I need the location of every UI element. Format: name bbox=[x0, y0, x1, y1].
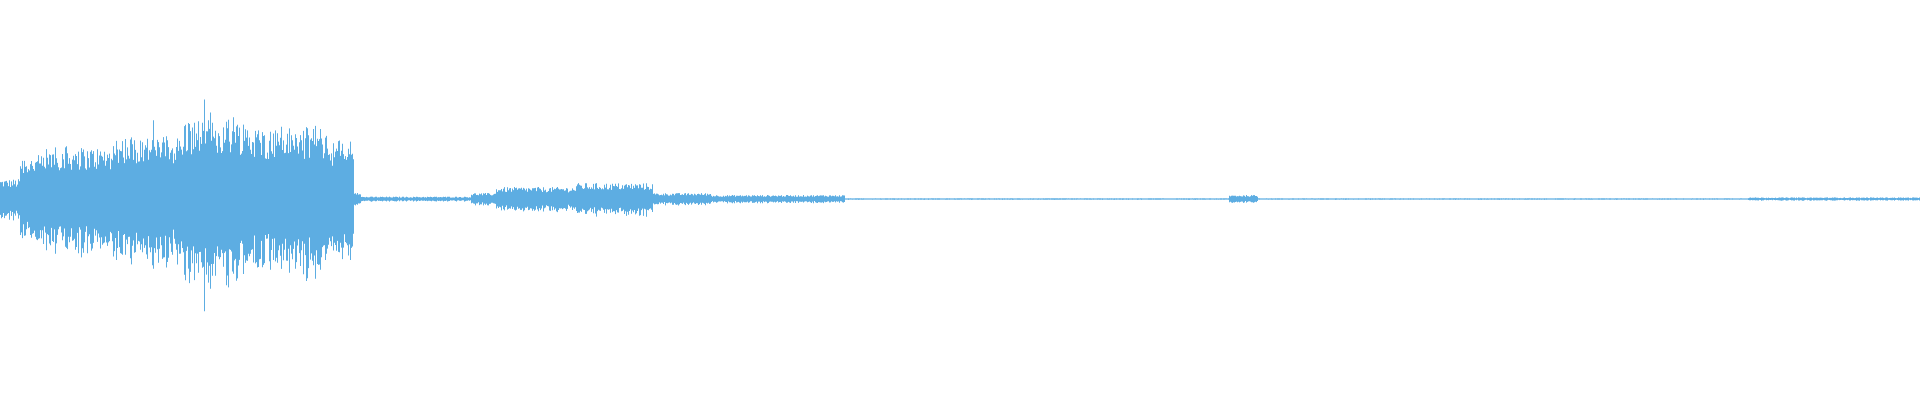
waveform-bars bbox=[0, 99, 1920, 312]
waveform-signal bbox=[0, 99, 1920, 312]
